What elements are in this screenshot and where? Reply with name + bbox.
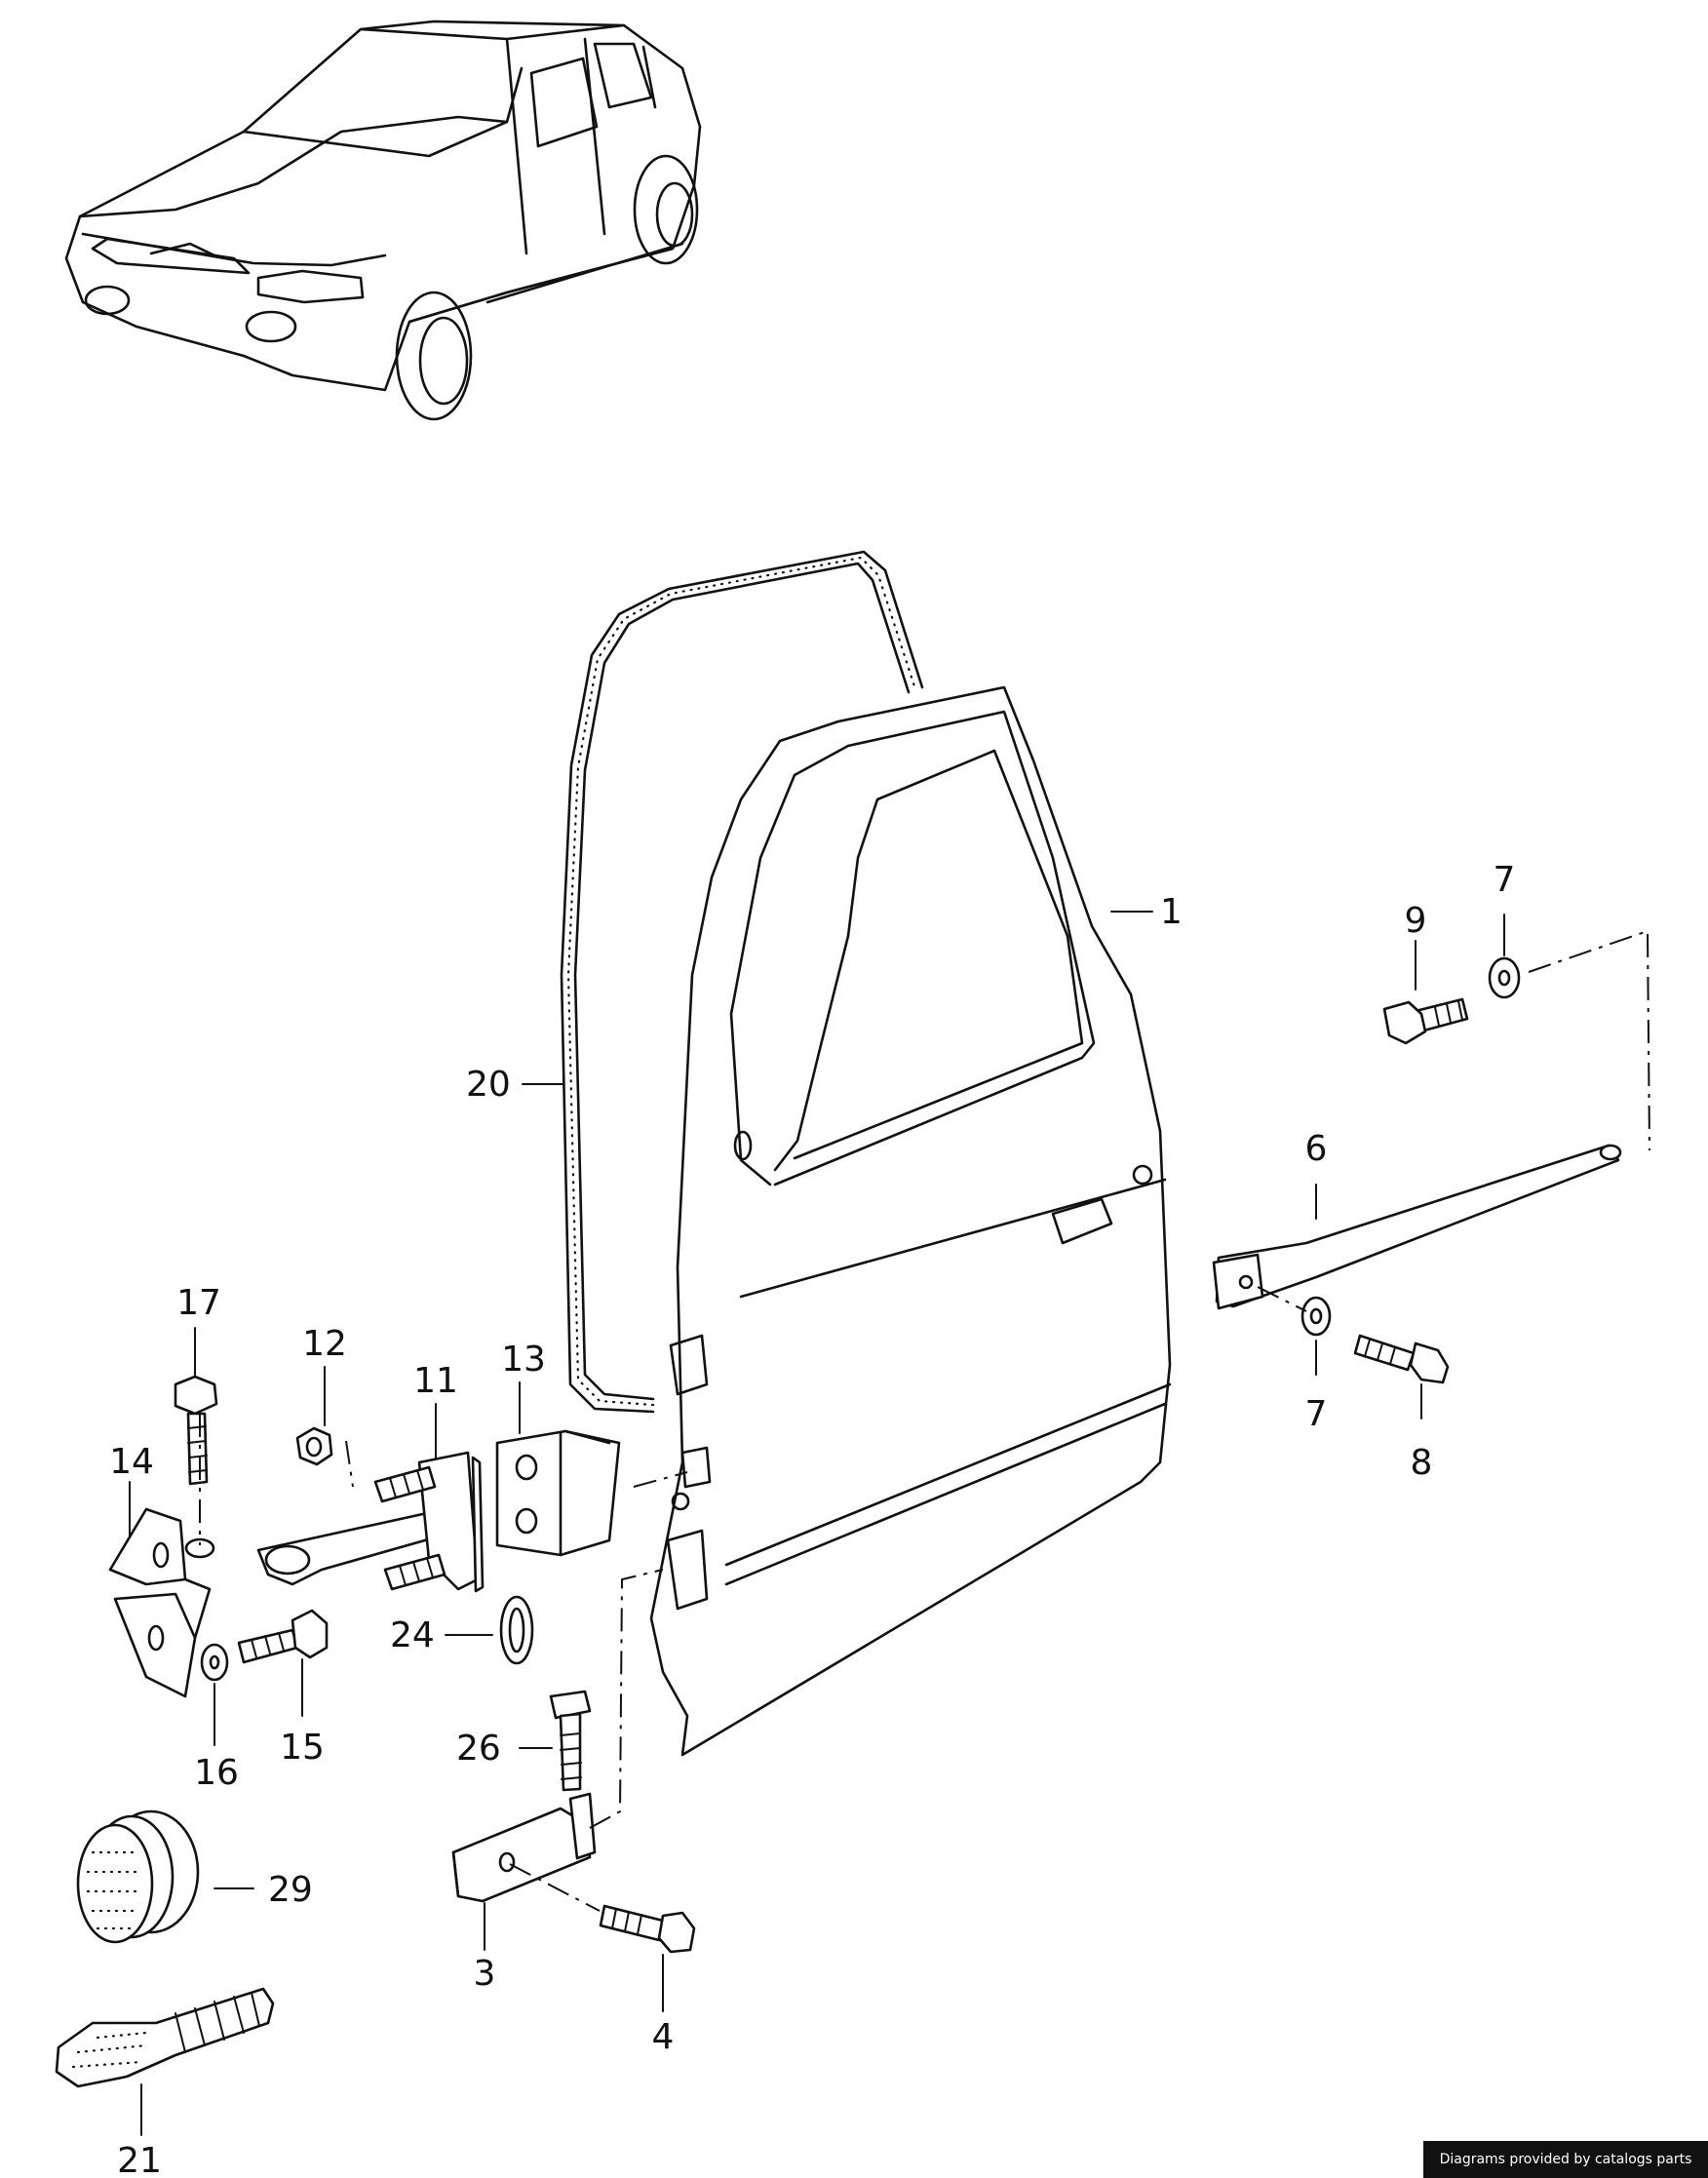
- label-part-26: 26: [456, 1729, 501, 1769]
- label-part-14: 14: [109, 1442, 154, 1482]
- washer-top: [1488, 956, 1521, 999]
- vehicle-overview-illustration: [64, 19, 702, 421]
- part-labels: 1 20 9 7 6 7 8 17 12 11 13 14 16 15 24 2…: [109, 860, 1515, 2178]
- label-part-15: 15: [280, 1728, 325, 1768]
- wiring-boot-21: [55, 1987, 275, 2088]
- door-check-strap: [1212, 1144, 1622, 1310]
- hinge-block-13: [495, 1429, 621, 1557]
- label-part-1: 1: [1160, 892, 1183, 932]
- label-part-6: 6: [1305, 1129, 1328, 1169]
- label-part-21: 21: [117, 2141, 162, 2178]
- nut-12: [295, 1426, 333, 1466]
- bolt-4: [599, 1904, 696, 1954]
- bolt-8: [1353, 1334, 1450, 1384]
- label-part-8: 8: [1411, 1443, 1433, 1483]
- bolt-9: [1382, 997, 1469, 1045]
- door-shell: [649, 685, 1172, 1757]
- leader-lines: [129, 911, 1505, 2136]
- washer-bottom: [1300, 1296, 1332, 1337]
- assembly-lines: [199, 929, 1650, 1912]
- label-part-17: 17: [176, 1283, 221, 1323]
- label-part-20: 20: [466, 1065, 511, 1105]
- label-part-7-bottom: 7: [1305, 1394, 1328, 1434]
- hinge-studs: [373, 1465, 446, 1591]
- diagram-credit-badge: Diagrams provided by catalogs parts: [1423, 2141, 1708, 2178]
- bolt-17: [174, 1375, 218, 1559]
- hinge-bracket: [108, 1507, 212, 1698]
- label-part-24: 24: [390, 1615, 435, 1655]
- label-part-11: 11: [413, 1361, 458, 1401]
- label-part-9: 9: [1405, 901, 1427, 941]
- grommet-29: [76, 1809, 200, 1944]
- hinge-leaf: [256, 1451, 485, 1593]
- bolt-15: [237, 1609, 329, 1664]
- label-part-3: 3: [474, 1954, 496, 1994]
- hinge-pin-26: [549, 1690, 592, 1792]
- label-part-12: 12: [302, 1324, 347, 1364]
- label-part-7-top: 7: [1494, 860, 1516, 900]
- label-part-4: 4: [652, 2017, 675, 2057]
- seal-ring-24: [499, 1595, 534, 1665]
- label-part-13: 13: [501, 1340, 546, 1380]
- label-part-16: 16: [194, 1753, 239, 1793]
- label-part-29: 29: [268, 1870, 313, 1910]
- washer-16: [200, 1643, 229, 1682]
- lower-hinge-3: [451, 1792, 597, 1903]
